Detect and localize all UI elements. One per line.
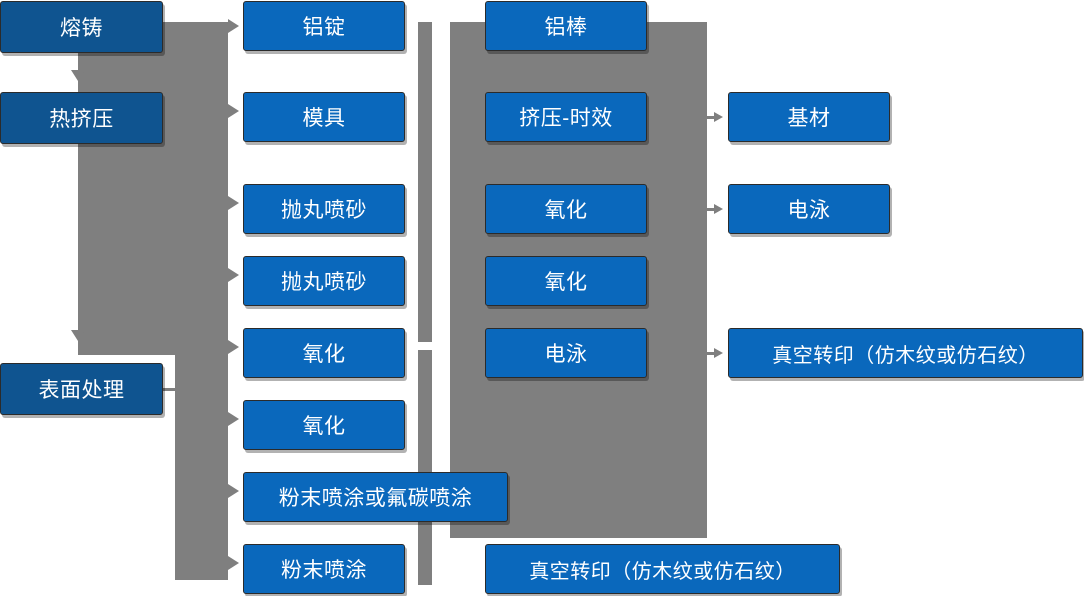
connector-stages-to-materials-lower bbox=[175, 355, 228, 580]
node-treatment-oxidation-2[interactable]: 氧化 bbox=[243, 400, 405, 450]
arrow-to-m2 bbox=[228, 104, 239, 118]
arrow-to-m4 bbox=[228, 268, 239, 282]
node-process-aluminum-billet[interactable]: 铝棒 bbox=[485, 1, 647, 51]
tick-p3 bbox=[432, 207, 450, 209]
node-stage-melting[interactable]: 熔铸 bbox=[0, 1, 163, 53]
node-output-electrophoresis[interactable]: 电泳 bbox=[728, 184, 890, 234]
rail-materials-to-processes bbox=[418, 22, 432, 342]
arrow-to-o1 bbox=[714, 112, 723, 122]
arrow-to-o3 bbox=[714, 348, 723, 358]
arrow-to-m3 bbox=[228, 196, 239, 210]
arrow-to-m5 bbox=[228, 340, 239, 354]
node-stage-hot-extrusion[interactable]: 热挤压 bbox=[0, 92, 163, 144]
node-treatment-shot-blasting-2[interactable]: 抛丸喷砂 bbox=[243, 256, 405, 306]
connector-surface-stem bbox=[163, 388, 179, 391]
node-treatment-shot-blasting-1[interactable]: 抛丸喷砂 bbox=[243, 184, 405, 234]
node-process-extrusion-aging[interactable]: 挤压-时效 bbox=[485, 92, 647, 142]
node-output-substrate[interactable]: 基材 bbox=[728, 92, 890, 142]
node-stage-surface-treatment[interactable]: 表面处理 bbox=[0, 363, 163, 415]
tick-p5 bbox=[432, 351, 450, 353]
arrow-to-m1 bbox=[228, 19, 239, 33]
arrow-stem-to-o3 bbox=[707, 352, 715, 355]
tick-p1 bbox=[432, 21, 450, 23]
arrow-to-o2 bbox=[714, 204, 723, 214]
node-material-aluminum-ingot[interactable]: 铝锭 bbox=[243, 1, 405, 51]
arrow-melt-to-extrude bbox=[71, 70, 85, 81]
arrow-to-m7 bbox=[228, 484, 239, 498]
rail-materials-to-processes-lower bbox=[418, 350, 432, 585]
node-treatment-powder-coating[interactable]: 粉末喷涂 bbox=[243, 544, 405, 594]
node-material-mold[interactable]: 模具 bbox=[243, 92, 405, 142]
arrow-stem-to-o2 bbox=[707, 208, 715, 211]
tick-p4 bbox=[432, 279, 450, 281]
tick-p6 bbox=[432, 576, 450, 578]
node-process-oxidation-2[interactable]: 氧化 bbox=[485, 256, 647, 306]
arrow-to-m8 bbox=[228, 556, 239, 570]
node-treatment-oxidation-1[interactable]: 氧化 bbox=[243, 328, 405, 378]
node-process-oxidation-1[interactable]: 氧化 bbox=[485, 184, 647, 234]
connector-stages-to-materials-upper bbox=[78, 22, 228, 355]
arrow-to-m6 bbox=[228, 412, 239, 426]
arrow-extrude-to-surface bbox=[71, 330, 85, 341]
tick-p2 bbox=[432, 116, 450, 118]
node-output-vacuum-transfer-printing[interactable]: 真空转印（仿木纹或仿石纹） bbox=[728, 328, 1083, 378]
node-process-vacuum-transfer-printing[interactable]: 真空转印（仿木纹或仿石纹） bbox=[485, 544, 840, 594]
node-process-electrophoresis[interactable]: 电泳 bbox=[485, 328, 647, 378]
node-treatment-powder-or-fluorocarbon-coating[interactable]: 粉末喷涂或氟碳喷涂 bbox=[243, 472, 508, 522]
arrow-stem-to-o1 bbox=[707, 116, 715, 119]
